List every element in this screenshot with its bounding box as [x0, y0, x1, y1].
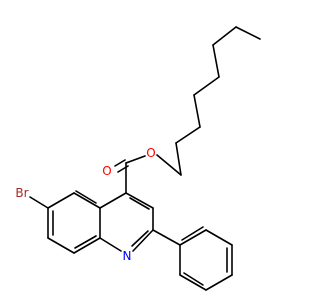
bond: [183, 272, 204, 286]
atom-label-o-ester: O: [146, 146, 155, 160]
bond: [99, 237, 122, 252]
atom-labels: O O Br N: [15, 146, 155, 263]
bond: [193, 76, 220, 96]
bond: [117, 165, 129, 173]
bond: [73, 192, 101, 209]
bond: [235, 26, 261, 40]
bond: [179, 229, 207, 246]
bond: [131, 230, 149, 247]
bond: [212, 44, 220, 78]
bond: [152, 229, 181, 246]
bond: [175, 126, 201, 144]
bond-lines: [29, 26, 261, 291]
bond: [73, 237, 101, 254]
bond: [156, 154, 182, 176]
atom-label-br: Br: [15, 186, 28, 200]
bond: [99, 192, 127, 209]
bond: [74, 235, 97, 249]
bond: [75, 190, 97, 204]
bond: [181, 226, 204, 241]
bond: [47, 192, 75, 209]
molecule-structure: O O Br N: [15, 26, 261, 291]
molecule-diagram: O O Br N: [15, 26, 261, 291]
bond: [175, 142, 182, 176]
bond: [29, 196, 49, 209]
bond: [125, 155, 146, 164]
atom-label-n: N: [123, 249, 132, 263]
bond: [114, 159, 126, 167]
bond: [125, 192, 154, 209]
bond: [205, 229, 233, 246]
bond: [179, 274, 207, 291]
bond: [132, 229, 154, 252]
bond: [193, 94, 201, 128]
bond: [205, 274, 233, 291]
bond: [47, 237, 75, 254]
bond: [212, 26, 237, 46]
bond: [129, 197, 150, 210]
atom-label-o-carbonyl: O: [102, 164, 111, 178]
